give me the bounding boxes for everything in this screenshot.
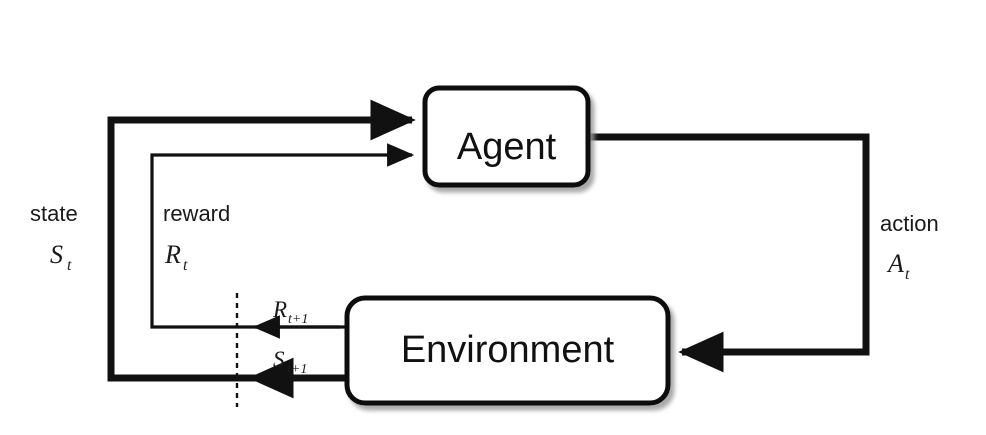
node-environment[interactable]: Environment (344, 295, 671, 406)
node-agent[interactable]: Agent (422, 85, 591, 188)
action-word-label: action (880, 211, 939, 236)
state-symbol-subscript: t (67, 257, 72, 274)
edge-state-to-agent (107, 99, 416, 382)
reward-symbol-label: R (164, 240, 181, 269)
reward-symbol-subscript: t (183, 257, 188, 274)
edge-action-to-environment (588, 133, 870, 373)
flow-label-state: state S t (30, 201, 78, 274)
state-word-label: state (30, 201, 78, 226)
edge-label-reward-next: R t+1 (272, 297, 308, 327)
agent-label: Agent (457, 126, 557, 168)
environment-label: Environment (401, 329, 615, 371)
state-next-symbol-subscript: t+1 (287, 362, 307, 377)
environment-box[interactable] (344, 295, 671, 406)
reward-next-symbol-label: R (272, 297, 287, 322)
flow-label-action: action A t (880, 211, 939, 283)
edge-reward-to-agent (150, 143, 415, 329)
state-symbol-label: S (50, 240, 63, 269)
state-next-symbol-label: S (273, 347, 285, 372)
agent-box[interactable] (422, 85, 591, 188)
reward-next-symbol-subscript: t+1 (288, 312, 308, 327)
edge-label-state-next: S t+1 (273, 347, 307, 377)
reward-word-label: reward (163, 201, 230, 226)
action-symbol-subscript: t (905, 266, 910, 283)
flow-label-reward: reward R t (163, 201, 230, 274)
action-symbol-label: A (886, 249, 904, 278)
